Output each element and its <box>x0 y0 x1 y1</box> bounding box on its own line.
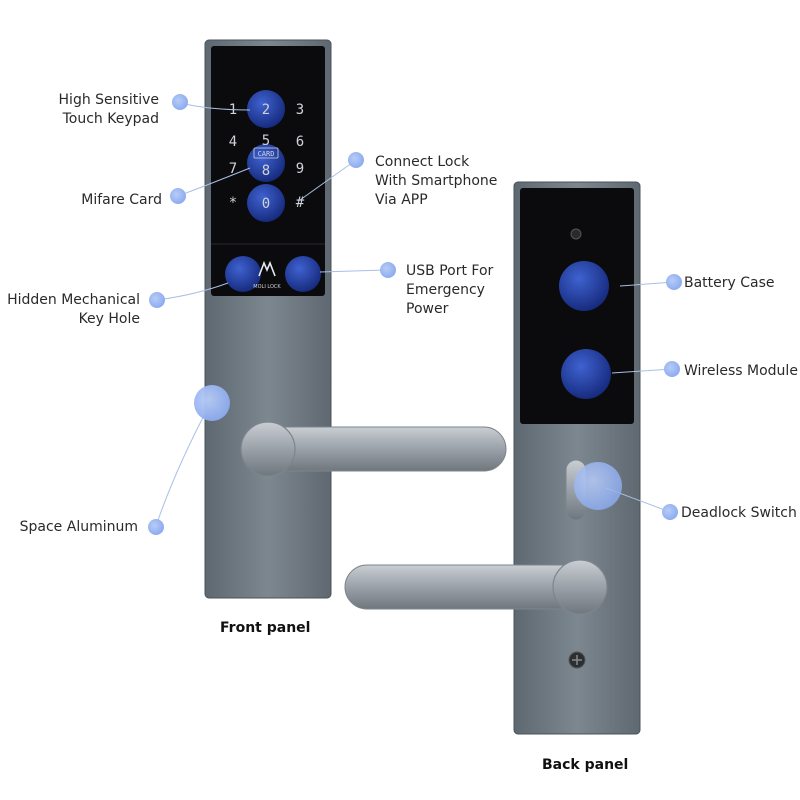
keypad-key-2-highlight <box>247 90 285 128</box>
back-panel <box>513 181 641 735</box>
keypad-key: 5 <box>262 133 270 149</box>
screw-icon <box>570 228 582 240</box>
keypad-key: 7 <box>229 161 237 177</box>
callout-hidden-key-hole: Hidden Mechanical Key Hole <box>7 292 140 327</box>
front-lower-module: MOLI LOCK <box>225 256 321 292</box>
keypad-key: 9 <box>296 161 304 177</box>
callout-mifare-card: Mifare Card <box>81 192 162 208</box>
keypad-key: 0 <box>262 196 270 212</box>
keypad-key: 8 <box>262 163 270 179</box>
marker-dot <box>666 274 682 290</box>
callout-touch-keypad: High Sensitive Touch Keypad <box>58 92 159 127</box>
callout-markers <box>148 94 682 535</box>
callout-deadlock-switch: Deadlock Switch <box>681 505 797 521</box>
usb-port-cover <box>285 256 321 292</box>
keypad-key-8-highlight <box>247 144 285 182</box>
marker-dot-large <box>194 385 230 421</box>
marker-dot-large <box>574 462 622 510</box>
battery-case-cover <box>559 261 609 311</box>
callout-battery-case: Battery Case <box>684 275 775 291</box>
keypad-key: 6 <box>296 134 304 150</box>
front-panel-caption: Front panel <box>220 620 311 636</box>
logo-icon <box>258 260 276 277</box>
back-panel-caption: Back panel <box>542 757 629 773</box>
keypad-key: 4 <box>229 134 237 150</box>
marker-dot <box>664 361 680 377</box>
keypad-key: # <box>296 195 305 211</box>
brand-logo-text: MOLI LOCK <box>253 284 281 290</box>
keypad-key: 2 <box>262 102 270 118</box>
touch-keypad[interactable]: 1 2 3 4 5 6 7 8 9 * 0 # CARD <box>229 90 305 222</box>
callout-space-aluminum: Space Aluminum <box>19 519 138 535</box>
front-handle[interactable] <box>240 421 507 477</box>
marker-dot <box>172 94 188 110</box>
callout-wireless-module: Wireless Module <box>684 363 798 379</box>
marker-dot <box>149 292 165 308</box>
card-reader-icon <box>253 147 279 159</box>
keypad-key: 3 <box>296 102 304 118</box>
marker-dot <box>662 504 678 520</box>
card-label: CARD <box>258 150 275 158</box>
marker-dot <box>170 188 186 204</box>
wireless-module-cover <box>561 349 611 399</box>
marker-dot <box>348 152 364 168</box>
callout-usb-port: USB Port For Emergency Power <box>406 263 494 317</box>
keypad-key: * <box>229 195 237 211</box>
marker-dot <box>380 262 396 278</box>
keypad-key-0-highlight <box>247 184 285 222</box>
marker-dot <box>148 519 164 535</box>
callout-connect-lock: Connect Lock With Smartphone Via APP <box>375 154 498 208</box>
key-hole-cover <box>225 256 261 292</box>
back-handle[interactable] <box>344 559 608 615</box>
